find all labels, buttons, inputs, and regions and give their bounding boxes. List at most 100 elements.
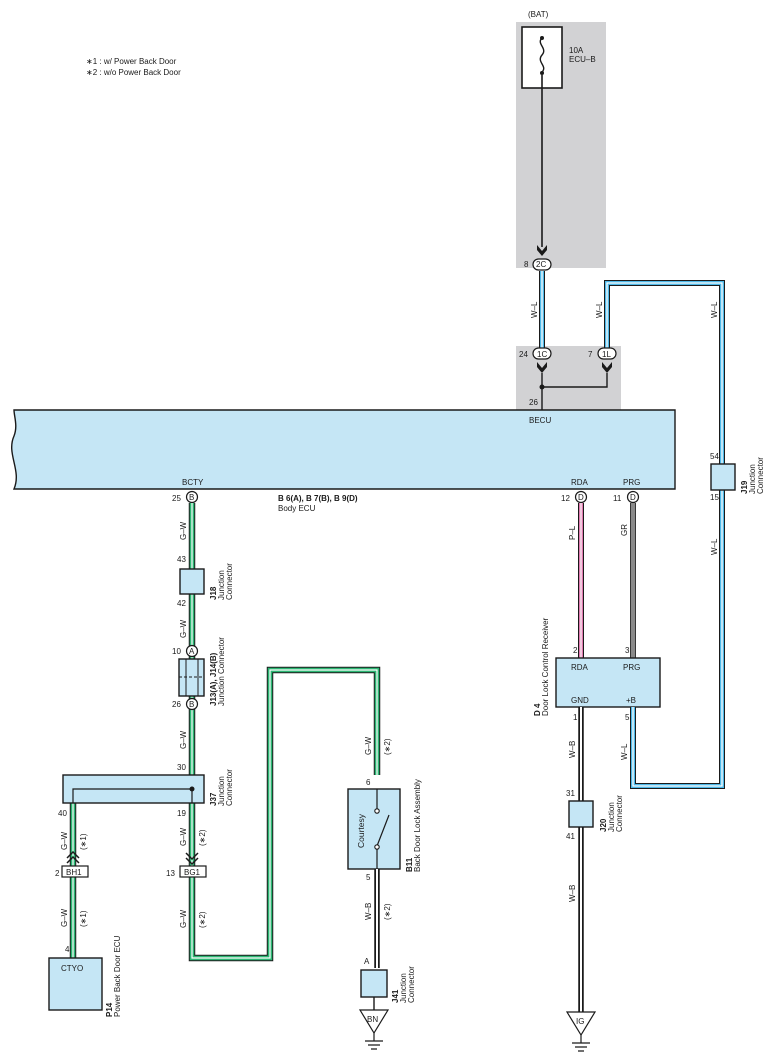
splice-dot [539,384,545,390]
becu-terminal-bcty: BCTY [182,478,204,487]
p14-box [48,957,103,1011]
j19-label: Junction [748,464,757,494]
pin-label: 31 [566,789,575,798]
wire-label: (∗2) [383,738,392,755]
j41-code: J41 [391,989,400,1003]
b11-code: B11 [405,857,414,872]
connector-arrow-icon [602,362,612,373]
wire-label: G–W [179,521,188,540]
wire-wl-j19-1l [604,280,725,464]
b11-label: Back Door Lock Assembly [413,779,422,872]
pin-label: 1C [537,350,547,359]
splice-dot [189,786,195,792]
pin-label: 40 [58,809,67,818]
wire-label: (∗1) [79,833,88,850]
body-ecu-box [11,409,676,490]
wire-label: (∗2) [198,829,207,846]
wire-wl-d4 [630,490,725,789]
ground-ig-icon [565,1011,597,1037]
wire-label: W–B [568,885,577,902]
pin-label: D [578,493,584,502]
j18-label: Junction [217,570,226,600]
d4-label: Door Lock Control Receiver [541,617,550,716]
connector-arrow-icon [185,852,199,866]
j41-label: Junction [399,973,408,1003]
ground-bn-icon [358,1009,390,1035]
pin-label: 30 [177,763,186,772]
connector-arrow-icon [537,245,547,256]
j41-box [360,969,388,998]
j20-code: J20 [599,818,608,832]
pin-label: A [364,957,370,966]
wire-label: P–L [568,525,577,540]
pin-label: 13 [166,869,175,878]
p14-terminal: CTYO [61,964,83,973]
pin-label: 19 [177,809,186,818]
pin-label: 24 [519,350,528,359]
j37-code: J37 [209,792,218,806]
wire-label: G–W [60,831,69,850]
wire-label: G–W [179,619,188,638]
j13-label: Junction Connector [217,637,226,706]
wire-label: G–W [60,908,69,927]
fuse-terminal-bottom [540,71,544,75]
pin-label: 11 [613,494,622,503]
wire-label: W–B [568,741,577,758]
pin-label: 10 [172,647,181,656]
fuse-icon [539,37,545,73]
pin-label: 25 [172,494,181,503]
d4-terminal-rda: RDA [571,663,589,672]
becu-name: BECU [529,416,551,425]
becu-internal-wire [541,373,608,410]
note-2: ∗2 : w/o Power Back Door [86,68,181,77]
wire-label: G–W [179,730,188,749]
d4-code: D 4 [533,703,542,716]
j13-code: J13(A), J14(B) [209,652,218,706]
pin-label: B [189,493,194,502]
wire-label: G–W [179,827,188,846]
pin-label: 26 [172,700,181,709]
pin-circle [185,490,199,504]
connector-code: BH1 [66,868,82,877]
connector-arrow-icon [537,362,547,373]
pin-label: 42 [177,599,186,608]
wire-label: W–L [530,301,539,318]
pin-circle [626,490,640,504]
fuse-amp: 10A [569,46,584,55]
connector-code: BG1 [184,868,201,877]
connector-arrow-icon [66,850,80,864]
wire-label: G–W [364,736,373,755]
pin-label: 41 [566,832,575,841]
j20-label: Junction [607,802,616,832]
j18-label2: Connector [225,563,234,600]
wire-label: W–L [595,301,604,318]
d4-terminal-gnd: GND [571,696,589,705]
wire-label: W–B [364,903,373,920]
pin-label: 1L [602,350,611,359]
pin-label: D [630,493,636,502]
ground-ig-label: IG [576,1017,584,1026]
j37-internal [72,788,193,803]
j20-box [568,800,594,828]
pin-label: 12 [561,494,570,503]
p14-label: Power Back Door ECU [113,935,122,1017]
bg1-connector [179,865,207,878]
d4-box [555,657,661,708]
pin-label: 15 [710,493,719,502]
b11-switch-name: Courtesy [356,813,366,848]
earth-icon [572,1035,590,1052]
pin-circle [185,644,199,658]
pin-label: B [189,700,194,709]
pin-circle [574,490,588,504]
wire-label: G–W [179,909,188,928]
pin-label: 4 [65,945,70,954]
switch-icon [376,814,390,847]
j37-label2: Connector [225,769,234,806]
pin-label: 43 [177,555,186,564]
pin-label: 7 [588,350,593,359]
becu-terminal-rda: RDA [571,478,589,487]
j41-label2: Connector [407,966,416,1003]
pin-label: 26 [529,398,538,407]
